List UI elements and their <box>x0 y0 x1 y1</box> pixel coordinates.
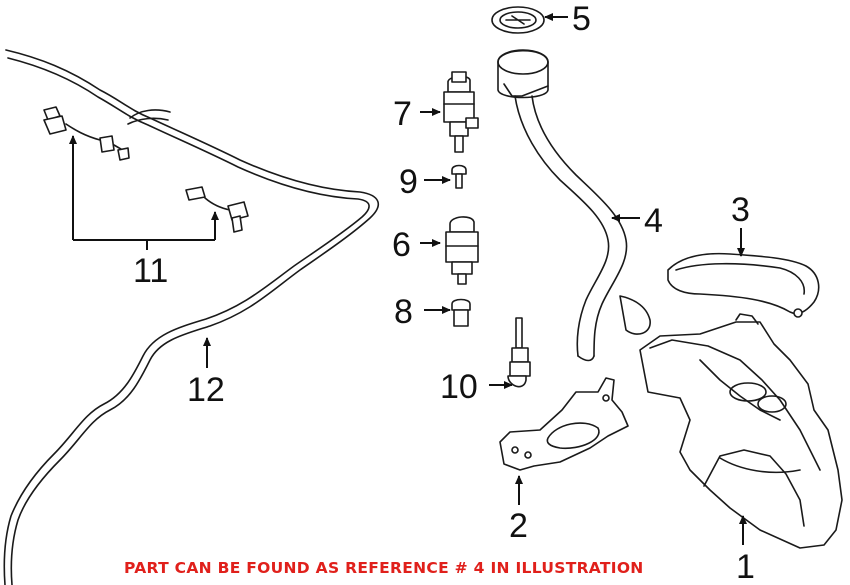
filler-neck-part-4 <box>497 49 651 362</box>
washer-reservoir-part-1 <box>639 313 843 549</box>
washer-pump-part-7 <box>443 71 479 153</box>
callout-1: 1 <box>736 548 755 585</box>
callout-3: 3 <box>731 191 750 229</box>
leader-lines <box>69 13 747 545</box>
callout-9: 9 <box>399 163 418 201</box>
callout-6: 6 <box>392 226 411 264</box>
washer-pump-part-6 <box>445 216 479 285</box>
callout-labels: 5 7 9 6 8 10 4 3 2 1 12 11 <box>133 0 755 585</box>
callout-2: 2 <box>509 507 528 545</box>
reservoir-cover-part-3 <box>667 252 820 318</box>
washer-hose-part-12 <box>3 49 380 585</box>
callout-5: 5 <box>572 0 591 38</box>
level-sensor-part-10 <box>507 317 531 388</box>
callout-10: 10 <box>440 368 478 406</box>
callout-4: 4 <box>644 202 663 240</box>
callout-11: 11 <box>133 252 168 290</box>
harness-connectors-part-11 <box>43 106 249 233</box>
grommet-part-8 <box>451 298 471 327</box>
reference-note: PART CAN BE FOUND AS REFERENCE # 4 IN IL… <box>124 559 644 577</box>
callout-7: 7 <box>393 95 412 133</box>
callout-8: 8 <box>394 293 413 331</box>
mounting-bracket-part-2 <box>499 377 629 471</box>
screw-part-9 <box>451 164 467 189</box>
filler-cap-part-5 <box>491 6 545 34</box>
callout-12: 12 <box>187 371 225 409</box>
